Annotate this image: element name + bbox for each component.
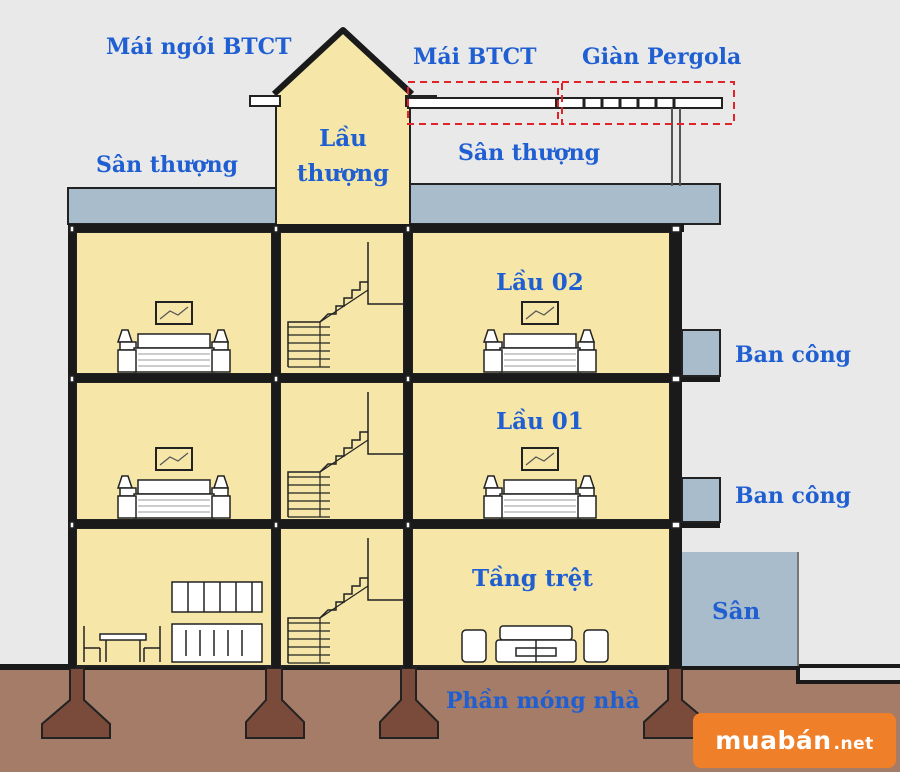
label-balcony-upper: Ban công	[735, 342, 851, 368]
label-concrete-roof: Mái BTCT	[413, 44, 537, 70]
penthouse-room	[275, 91, 411, 227]
room-floor1-stair	[279, 381, 405, 521]
label-balcony-lower: Ban công	[735, 483, 851, 509]
label-yard: Sân	[712, 598, 761, 625]
watermark-brand: muabán	[715, 726, 832, 755]
yard-area	[682, 552, 798, 666]
muaban-watermark: muabán.net	[693, 713, 896, 768]
rooftop-parapet-right	[407, 183, 721, 225]
rooftop-parapet-left	[67, 187, 279, 225]
label-floor-1: Lầu 01	[496, 408, 584, 435]
concrete-roof-slab	[407, 97, 557, 109]
label-penthouse-line1: Lầu	[319, 125, 367, 152]
label-floor-2: Lầu 02	[496, 269, 584, 296]
living-room-furniture	[461, 625, 609, 663]
balcony-lower	[681, 477, 721, 523]
label-rooftop-left: Sân thượng	[96, 152, 239, 178]
label-rooftop-right: Sân thượng	[458, 140, 601, 166]
label-ground-floor: Tầng trệt	[472, 565, 593, 592]
concrete-roof-highlight	[407, 81, 559, 125]
balcony-upper	[681, 329, 721, 377]
room-floor2-stair	[279, 231, 405, 375]
label-pergola: Giàn Pergola	[582, 44, 742, 70]
label-tile-roof: Mái ngói BTCT	[106, 34, 292, 60]
label-penthouse-line2: thượng	[296, 160, 390, 187]
kitchen-furniture	[83, 581, 263, 663]
watermark-suffix: .net	[833, 733, 874, 754]
pergola-highlight	[561, 81, 735, 125]
room-ground-stair	[279, 527, 405, 667]
foundation-footings	[41, 667, 709, 739]
label-foundation: Phần móng nhà	[446, 688, 640, 714]
